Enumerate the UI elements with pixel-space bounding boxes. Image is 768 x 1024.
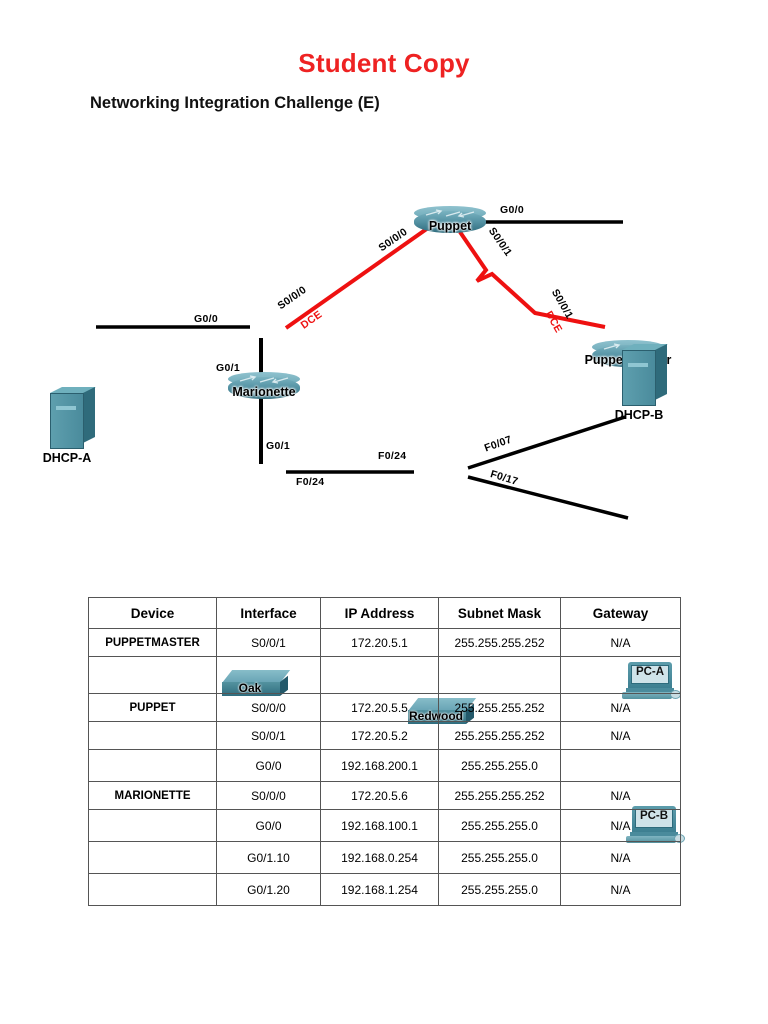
cell-ip — [320, 656, 439, 694]
cell-ip: 172.20.5.6 — [320, 781, 439, 810]
cell-ip: 192.168.200.1 — [320, 749, 439, 782]
link-redwood-pca — [467, 415, 626, 470]
cell-interface — [216, 656, 321, 694]
link-marionette-puppet — [284, 226, 430, 330]
column-header-interface: Interface — [216, 597, 321, 629]
cell-mask: 255.255.255.252 — [438, 781, 561, 810]
device-label-marionette: Marionette — [232, 385, 296, 399]
cell-device — [88, 841, 217, 874]
server-side — [655, 344, 667, 400]
cell-device: PUPPET — [88, 693, 217, 722]
cell-ip: 192.168.100.1 — [320, 809, 439, 842]
cell-interface: S0/0/0 — [216, 693, 321, 722]
iflabel-oak-g01: G0/1 — [266, 440, 290, 452]
device-dhcp-b[interactable]: DHCP-B — [615, 344, 668, 422]
cell-interface: S0/0/0 — [216, 781, 321, 810]
cell-device — [88, 656, 217, 694]
cell-mask: 255.255.255.0 — [438, 749, 561, 782]
network-topology-diagram: Puppet Puppet-Master Marionette — [0, 150, 768, 843]
cell-gateway: N/A — [560, 873, 681, 906]
cell-gateway — [560, 749, 681, 782]
cell-mask — [438, 656, 561, 694]
iflabel-oak-f024: F0/24 — [296, 476, 325, 488]
table-row — [88, 656, 681, 694]
cell-mask: 255.255.255.0 — [438, 841, 561, 874]
router-arrows-icon — [425, 209, 475, 218]
cell-device — [88, 721, 217, 750]
table-row: MARIONETTE S0/0/0 172.20.5.6 255.255.255… — [88, 781, 681, 810]
link-redwood-pcb — [467, 475, 629, 520]
cell-mask: 255.255.255.252 — [438, 721, 561, 750]
cell-interface: S0/0/1 — [216, 721, 321, 750]
cell-ip: 172.20.5.2 — [320, 721, 439, 750]
cell-interface: S0/0/1 — [216, 628, 321, 657]
iflabel-marionette-g01: G0/1 — [216, 362, 240, 374]
iflabel-marionette-g00: G0/0 — [194, 313, 218, 325]
cell-interface: G0/1.20 — [216, 873, 321, 906]
server-front — [622, 350, 656, 406]
column-header-device: Device — [88, 597, 217, 629]
cell-gateway: N/A — [560, 628, 681, 657]
iflabel-puppet-g00: G0/0 — [500, 204, 524, 216]
cell-gateway: N/A — [560, 809, 681, 842]
cell-mask: 255.255.255.0 — [438, 809, 561, 842]
column-header-gateway: Gateway — [560, 597, 681, 629]
table-row: G0/0 192.168.200.1 255.255.255.0 — [88, 749, 681, 782]
cell-interface: G0/0 — [216, 749, 321, 782]
device-label-puppet: Puppet — [428, 219, 472, 233]
device-dhcp-a[interactable]: DHCP-A — [43, 387, 96, 465]
iflabel-redwood-f024: F0/24 — [378, 450, 407, 462]
server-side — [83, 387, 95, 443]
cell-device: MARIONETTE — [88, 781, 217, 810]
device-puppet[interactable]: Puppet — [414, 206, 486, 236]
topology-links — [96, 220, 629, 520]
cell-device — [88, 809, 217, 842]
cell-ip: 192.168.0.254 — [320, 841, 439, 874]
cell-mask: 255.255.255.252 — [438, 628, 561, 657]
device-label-dhcp-b: DHCP-B — [614, 408, 664, 422]
cell-ip: 192.168.1.254 — [320, 873, 439, 906]
server-led — [56, 406, 76, 410]
table-row: PUPPET S0/0/0 172.20.5.5 255.255.255.252… — [88, 693, 681, 722]
server-top — [50, 387, 96, 393]
table-header-row: Device Interface IP Address Subnet Mask … — [88, 597, 681, 629]
cell-ip: 172.20.5.1 — [320, 628, 439, 657]
router-arrows-icon — [239, 375, 289, 384]
column-header-mask: Subnet Mask — [438, 597, 561, 629]
cell-mask: 255.255.255.0 — [438, 873, 561, 906]
cell-gateway: N/A — [560, 781, 681, 810]
cell-interface: G0/1.10 — [216, 841, 321, 874]
cell-gateway — [560, 656, 681, 694]
cell-ip: 172.20.5.5 — [320, 693, 439, 722]
table-row: G0/0 192.168.100.1 255.255.255.0 N/A — [88, 809, 681, 842]
column-header-ip: IP Address — [320, 597, 439, 629]
table-row: S0/0/1 172.20.5.2 255.255.255.252 N/A — [88, 721, 681, 750]
device-label-dhcp-a: DHCP-A — [42, 451, 92, 465]
server-led — [628, 363, 648, 367]
page-subtitle: Networking Integration Challenge (E) — [90, 94, 380, 112]
cell-device — [88, 873, 217, 906]
table-row: G0/1.20 192.168.1.254 255.255.255.0 N/A — [88, 873, 681, 906]
cell-gateway: N/A — [560, 693, 681, 722]
cell-gateway: N/A — [560, 841, 681, 874]
page-title: Student Copy — [298, 48, 470, 78]
cell-device — [88, 749, 217, 782]
addressing-table: Device Interface IP Address Subnet Mask … — [88, 597, 681, 906]
cell-interface: G0/0 — [216, 809, 321, 842]
server-front — [50, 393, 84, 449]
router-body — [228, 377, 300, 399]
cell-gateway: N/A — [560, 721, 681, 750]
table-row: PUPPETMASTER S0/0/1 172.20.5.1 255.255.2… — [88, 628, 681, 657]
device-marionette[interactable]: Marionette — [228, 372, 300, 402]
server-top — [622, 344, 668, 350]
router-body — [414, 211, 486, 233]
cell-device: PUPPETMASTER — [88, 628, 217, 657]
table-row: G0/1.10 192.168.0.254 255.255.255.0 N/A — [88, 841, 681, 874]
cell-mask: 255.255.255.252 — [438, 693, 561, 722]
link-puppet-puppetmaster — [458, 230, 606, 329]
